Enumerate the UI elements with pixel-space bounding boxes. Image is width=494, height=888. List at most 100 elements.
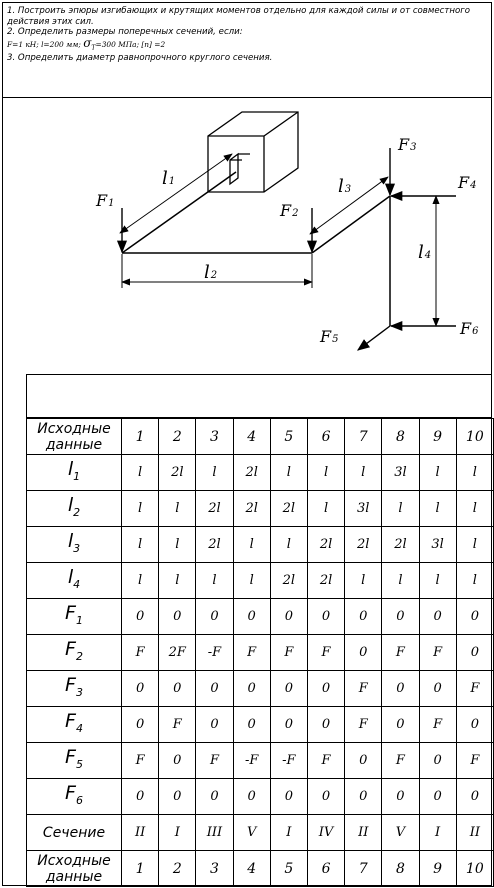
table-cell: l <box>381 490 420 527</box>
figure-labels: F1 F2 F3 F4 F5 F6 l1 l2 l3 l4 <box>95 135 479 346</box>
table-cell: l <box>195 562 234 599</box>
task-line-1: 1. Построить эпюры изгибающих и крутящих… <box>7 6 471 16</box>
table-cell: II <box>344 814 383 851</box>
table-cell: I <box>418 814 457 851</box>
table-cell: 0 <box>269 706 308 743</box>
table-cell: 0 <box>381 670 420 707</box>
table-cell: 0 <box>455 598 494 635</box>
label-f4: F4 <box>457 173 476 192</box>
table-cell: 0 <box>232 670 271 707</box>
table-cell: l <box>306 454 346 491</box>
table-cell: 6 <box>306 418 346 455</box>
table-cell: 0 <box>158 778 197 815</box>
table-cell: F <box>232 634 271 671</box>
table-cell: l <box>158 526 197 563</box>
table-cell: 2l <box>232 454 271 491</box>
task-line-4: F=1 кН; l=200 мм; σT=300 МПа; [n] =2 <box>7 37 487 54</box>
table-cell: III <box>195 814 234 851</box>
table-cell: l <box>158 562 197 599</box>
table-cell: 2l <box>232 490 271 527</box>
row-label: l2 <box>26 490 122 527</box>
table-cell: 1 <box>120 850 160 887</box>
table-cell: F <box>344 670 383 707</box>
beam-diagram: F1 F2 F3 F4 F5 F6 l1 l2 l3 l4 <box>95 111 479 351</box>
param-symbol: F <box>65 673 76 696</box>
table-cell: 2l <box>306 526 346 563</box>
table-cell: l <box>269 526 308 563</box>
table-cell: 0 <box>232 778 271 815</box>
table-cell: 0 <box>418 778 457 815</box>
sigma-subscript: T <box>91 43 96 51</box>
table-cell: 8 <box>381 850 420 887</box>
table-cell: II <box>120 814 160 851</box>
table-cell: 0 <box>269 598 308 635</box>
param-symbol: l <box>67 565 74 588</box>
table-cell: IV <box>306 814 346 851</box>
row-label: l4 <box>26 562 122 599</box>
task-statement: 1. Построить эпюры изгибающих и крутящих… <box>2 2 492 98</box>
table-cell: I <box>158 814 197 851</box>
table-cell: 2l <box>269 562 308 599</box>
param-subscript: 2 <box>73 505 81 519</box>
task-given-values-2: =300 МПа; [n] =2 <box>95 39 166 49</box>
table-cell: 1 <box>120 418 160 455</box>
table-cell: 2l <box>306 562 346 599</box>
table-cell: 0 <box>306 778 346 815</box>
table-cell: l <box>418 454 457 491</box>
param-symbol: F <box>65 637 76 660</box>
table-cell: 0 <box>306 670 346 707</box>
table-cell: F <box>120 742 160 779</box>
row-label: F2 <box>26 634 122 671</box>
row-label: F4 <box>26 706 122 743</box>
table-cell: 9 <box>418 418 457 455</box>
table-cell: 4 <box>232 418 271 455</box>
table-cell: II <box>455 814 494 851</box>
table-cell: F <box>120 634 160 671</box>
table-cell: 3 <box>195 850 234 887</box>
table-cell: 2 <box>158 850 197 887</box>
table-cell: l <box>455 490 494 527</box>
table-cell: 0 <box>232 706 271 743</box>
table-cell: 0 <box>269 778 308 815</box>
label-f5: F5 <box>319 327 338 346</box>
table-cell: F <box>195 742 234 779</box>
table-cell: l <box>195 454 234 491</box>
param-subscript: 4 <box>73 577 81 591</box>
table-cell: 0 <box>344 598 383 635</box>
table-cell: 0 <box>418 598 457 635</box>
table-cell: l <box>158 490 197 527</box>
table-cell: 3l <box>418 526 457 563</box>
table-cell: 2l <box>195 526 234 563</box>
label-f6: F6 <box>459 319 479 338</box>
label-f2: F2 <box>279 201 298 220</box>
table-cell: 0 <box>344 742 383 779</box>
beam-frame <box>121 171 391 326</box>
label-l3: l3 <box>338 176 351 197</box>
table-cell: l <box>232 526 271 563</box>
row-label: l1 <box>26 454 122 491</box>
table-cell: 0 <box>418 742 457 779</box>
table-cell: 5 <box>269 850 308 887</box>
table-cell: 2l <box>158 454 197 491</box>
param-symbol: l <box>67 529 74 552</box>
table-cell: F <box>455 742 494 779</box>
table-cell: 0 <box>158 598 197 635</box>
table-cell: l <box>269 454 308 491</box>
table-cell: 0 <box>120 706 160 743</box>
table-cell: l <box>418 490 457 527</box>
table-cell: 8 <box>381 418 420 455</box>
table-cell: 0 <box>120 670 160 707</box>
table-cell: 2l <box>344 526 383 563</box>
table-cell: l <box>306 490 346 527</box>
table-cell: 0 <box>381 706 420 743</box>
table-cell: 0 <box>195 778 234 815</box>
table-cell: 0 <box>306 706 346 743</box>
